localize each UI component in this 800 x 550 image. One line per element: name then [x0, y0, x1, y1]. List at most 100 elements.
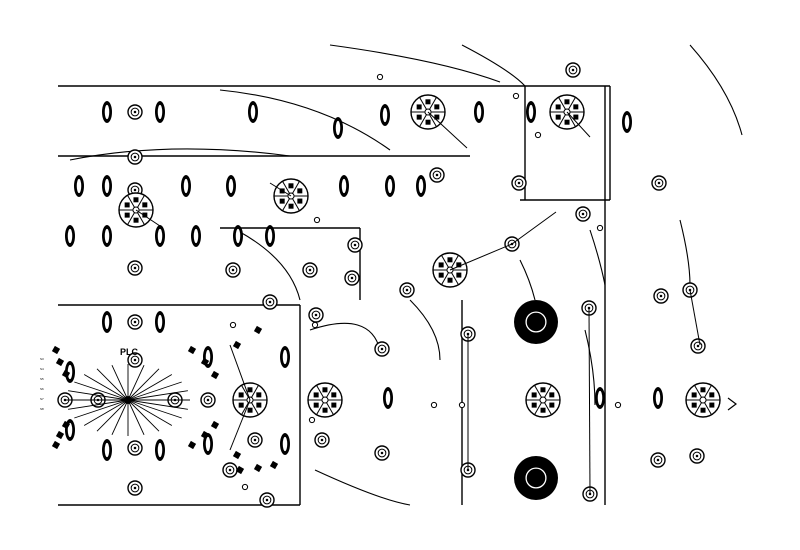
hub-fixture-symbol: [307, 382, 343, 418]
oval-fixture-symbol: [416, 175, 426, 197]
oval-fixture-symbol: [280, 346, 290, 368]
oval-fixture-symbol: [526, 101, 536, 123]
ring-fixture-symbol: [374, 341, 390, 357]
ring-fixture-symbol: [511, 175, 527, 191]
ring-fixture-symbol: [262, 294, 278, 310]
oval-fixture-symbol: [102, 225, 112, 247]
side-label-3: S5: [40, 377, 44, 381]
side-label-2: S4: [40, 367, 44, 371]
ring-fixture-symbol: [302, 262, 318, 278]
hub-fixture-symbol: [525, 382, 561, 418]
small-node-dot: [512, 92, 520, 100]
oval-fixture-symbol: [102, 101, 112, 123]
ring-fixture-symbol: [127, 104, 143, 120]
oval-fixture-symbol: [265, 225, 275, 247]
small-device-mark: [55, 430, 65, 440]
small-device-mark: [235, 465, 245, 475]
ring-fixture-symbol: [127, 314, 143, 330]
ring-fixture-symbol: [689, 448, 705, 464]
small-node-dot: [313, 216, 321, 224]
ring-fixture-symbol: [653, 288, 669, 304]
oval-fixture-symbol: [248, 101, 258, 123]
ring-fixture-symbol: [222, 462, 238, 478]
ring-fixture-symbol: [259, 492, 275, 508]
ring-fixture-symbol: [127, 352, 143, 368]
radial-hub: [66, 364, 190, 436]
small-device-mark: [200, 357, 210, 367]
ring-fixture-symbol: [127, 149, 143, 165]
small-device-mark: [61, 420, 71, 430]
oval-fixture-symbol: [622, 111, 632, 133]
wall-lines: [58, 85, 611, 506]
small-device-mark: [55, 357, 65, 367]
oval-fixture-symbol: [155, 101, 165, 123]
oval-fixture-symbol: [181, 175, 191, 197]
oval-fixture-symbol: [226, 175, 236, 197]
oval-fixture-symbol: [595, 387, 605, 409]
fixture-symbols: [51, 62, 737, 508]
small-device-mark: [232, 340, 242, 350]
ring-fixture-symbol: [127, 260, 143, 276]
small-node-dot: [308, 416, 316, 424]
oval-fixture-symbol: [383, 387, 393, 409]
oval-fixture-symbol: [339, 175, 349, 197]
oval-fixture-symbol: [474, 101, 484, 123]
small-node-dot: [376, 73, 384, 81]
small-device-mark: [269, 460, 279, 470]
oval-fixture-symbol: [380, 104, 390, 126]
oval-fixture-symbol: [65, 361, 75, 383]
ring-fixture-symbol: [429, 167, 445, 183]
ring-fixture-symbol: [308, 307, 324, 323]
ring-fixture-symbol: [127, 440, 143, 456]
small-node-dot: [430, 401, 438, 409]
oval-fixture-symbol: [74, 175, 84, 197]
small-device-mark: [187, 440, 197, 450]
small-node-dot: [614, 401, 622, 409]
small-node-dot: [229, 321, 237, 329]
oval-fixture-symbol: [102, 311, 112, 333]
oval-fixture-symbol: [233, 225, 243, 247]
side-label-6: S8: [40, 407, 44, 411]
large-disc-symbol: [514, 456, 558, 500]
oval-fixture-symbol: [653, 387, 663, 409]
small-device-mark: [187, 345, 197, 355]
small-node-dot: [311, 321, 319, 329]
ring-fixture-symbol: [565, 62, 581, 78]
ring-fixture-symbol: [650, 452, 666, 468]
small-device-mark: [253, 463, 263, 473]
small-device-mark: [210, 370, 220, 380]
ring-fixture-symbol: [690, 338, 706, 354]
side-label-5: S7: [40, 397, 44, 401]
main-label: PLC: [120, 347, 139, 357]
small-device-mark: [253, 325, 263, 335]
ring-fixture-symbol: [200, 392, 216, 408]
side-label-1: S3: [40, 357, 44, 361]
small-device-mark: [232, 450, 242, 460]
oval-fixture-symbol: [280, 433, 290, 455]
oval-fixture-symbol: [102, 439, 112, 461]
small-device-mark: [200, 430, 210, 440]
ring-fixture-symbol: [225, 262, 241, 278]
small-node-dot: [241, 483, 249, 491]
small-device-mark: [210, 420, 220, 430]
small-node-dot: [534, 131, 542, 139]
arrow-mark: [727, 397, 737, 411]
ring-fixture-symbol: [344, 270, 360, 286]
small-device-mark: [61, 369, 71, 379]
ring-fixture-symbol: [314, 432, 330, 448]
large-disc-symbol: [514, 300, 558, 344]
ring-fixture-symbol: [127, 480, 143, 496]
small-node-dot: [596, 224, 604, 232]
oval-fixture-symbol: [191, 225, 201, 247]
hub-fixture-symbol: [685, 382, 721, 418]
ring-fixture-symbol: [399, 282, 415, 298]
small-node-dot: [458, 401, 466, 409]
oval-fixture-symbol: [65, 225, 75, 247]
arc-lines: [69, 44, 743, 506]
ring-fixture-symbol: [651, 175, 667, 191]
oval-fixture-symbol: [155, 439, 165, 461]
small-device-mark: [51, 440, 61, 450]
oval-fixture-symbol: [155, 225, 165, 247]
oval-fixture-symbol: [385, 175, 395, 197]
